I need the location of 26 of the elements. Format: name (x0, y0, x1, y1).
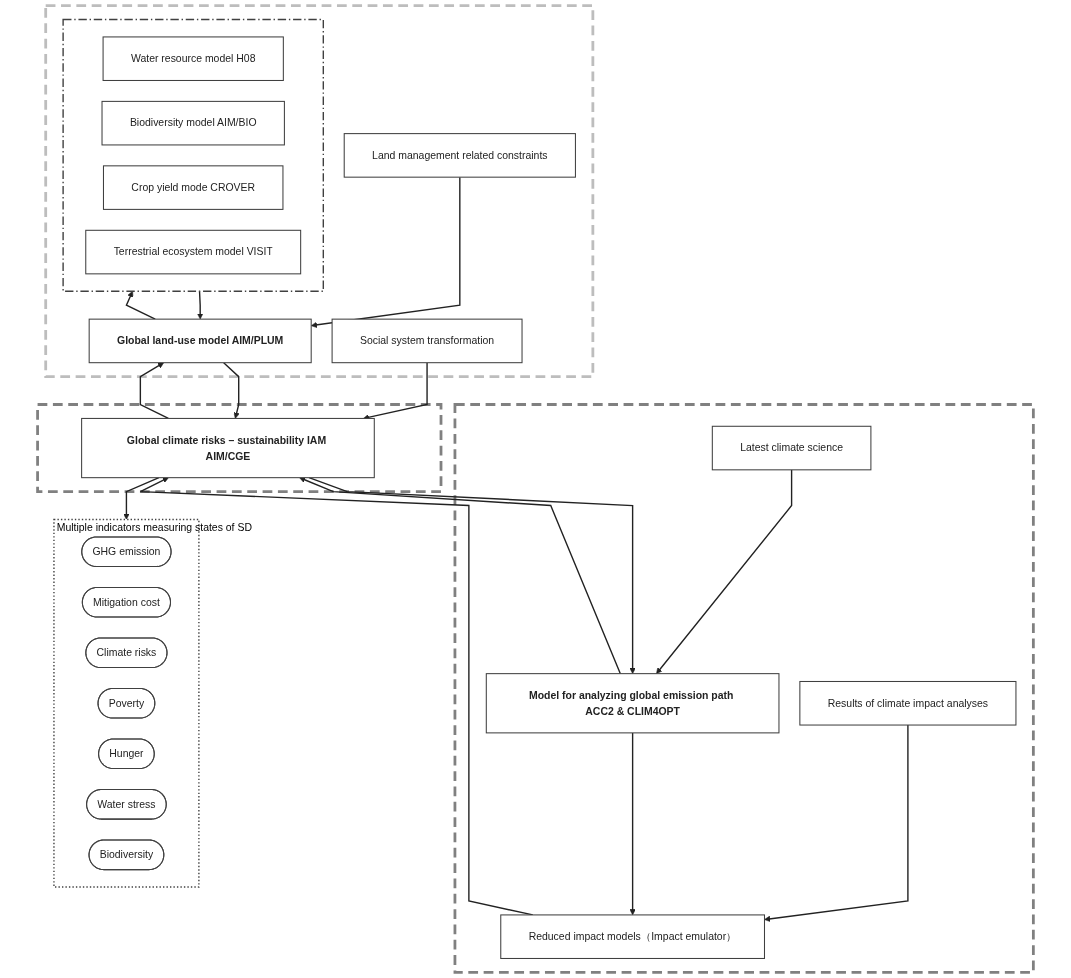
node-box: Terrestrial ecosystem model VISIT (85, 229, 302, 275)
arrow (656, 469, 793, 674)
arrow (764, 724, 909, 922)
node-box: Results of climate impact analyses (799, 680, 1017, 726)
arrow (139, 362, 170, 420)
arrow (125, 291, 156, 320)
cluster (36, 403, 443, 493)
node-label: Multiple indicators measuring states of SD (56, 520, 252, 533)
node-box: Biodiversity model AIM/BIO (101, 100, 285, 146)
node-box: Global climate risks – sustainability IAM AIM/CGE (81, 417, 375, 479)
cluster (62, 18, 325, 292)
node-box: Land management related constraints (343, 133, 576, 178)
node-box: Social system transformation (331, 318, 523, 364)
node-box: Global land-use model AIM/PLUM (88, 318, 312, 364)
node-box: Water resource model H08 (102, 36, 284, 81)
cluster (453, 403, 1035, 974)
arrow (197, 290, 204, 320)
arrow (363, 362, 428, 421)
node-box: Latest climate science (711, 425, 872, 471)
arrow (123, 476, 160, 520)
arrow (629, 732, 636, 916)
arrow (223, 362, 240, 419)
node-box: Reduced impact models（Impact emulator） (500, 914, 766, 959)
node-box: Crop yield mode CROVER (103, 165, 284, 210)
node-box: Model for analyzing global emission path ACC2 & CLIM4OPT (485, 673, 780, 734)
cluster (44, 4, 595, 379)
